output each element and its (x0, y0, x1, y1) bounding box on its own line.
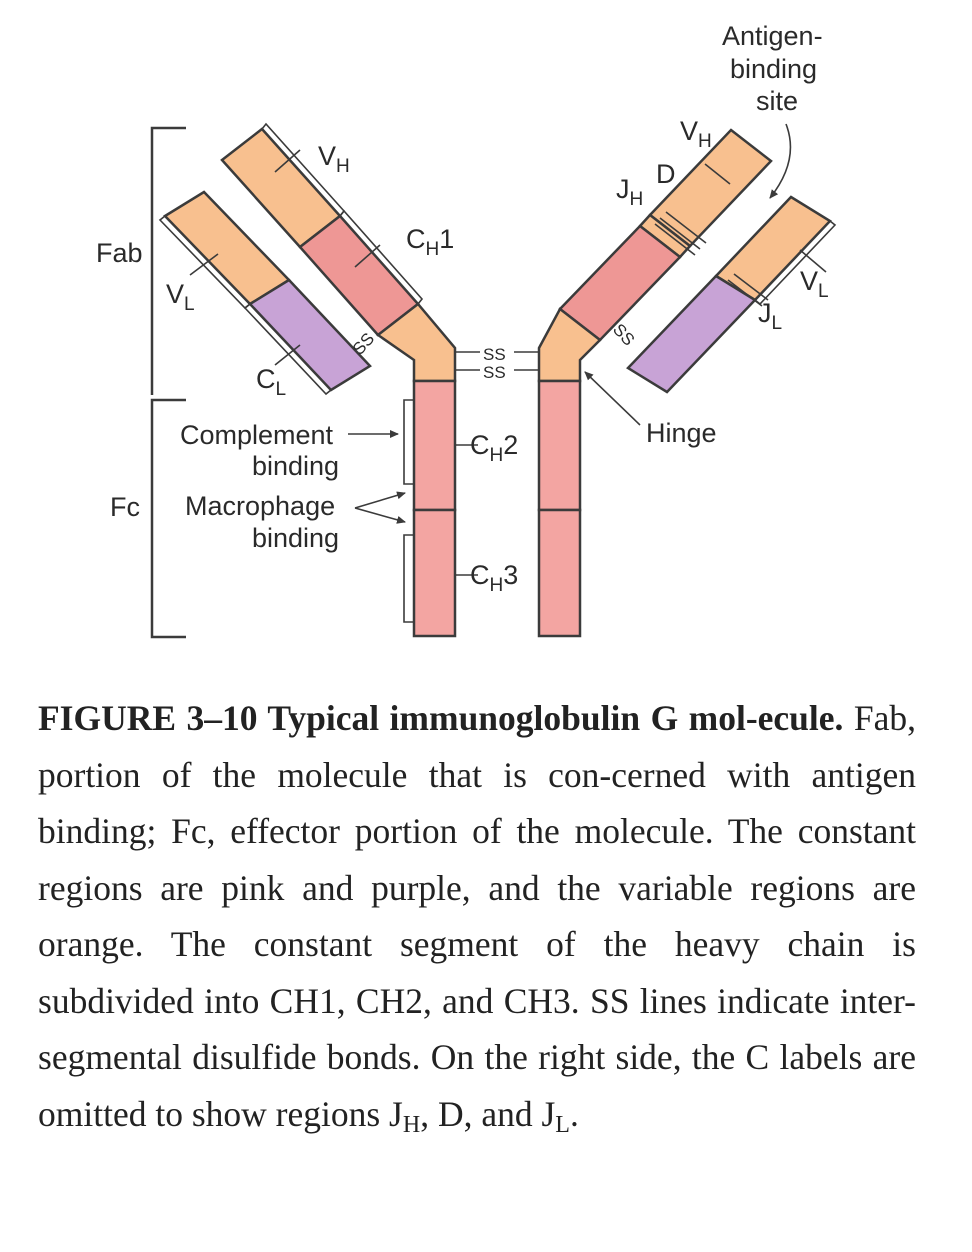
right-cl-segment (626, 274, 757, 394)
right-ch2-segment (537, 379, 582, 512)
caption-end: . (569, 1093, 579, 1134)
vh-right-label: VH (680, 116, 712, 152)
antigen-label-2: binding (730, 54, 817, 84)
left-ch3-segment (412, 508, 457, 638)
d-label: D (656, 159, 676, 189)
complement-label-2: binding (252, 451, 339, 481)
vl-left-label: VL (166, 279, 195, 315)
binding-arrows (348, 430, 406, 524)
macrophage-label-2: binding (252, 523, 339, 553)
macrophage-label: Macrophage (185, 491, 335, 521)
caption-jh-sub: H (402, 1111, 421, 1138)
ch1-label: CH1 (406, 224, 454, 260)
caption-title: FIGURE 3–10 Typical immunoglobulin G mol… (38, 698, 844, 738)
fc-binding-brackets (403, 399, 414, 623)
fab-bracket (150, 126, 186, 395)
figure-caption: FIGURE 3–10 Typical immunoglobulin G mol… (38, 690, 916, 1142)
jl-label: JL (758, 298, 782, 334)
jh-label: JH (616, 174, 643, 210)
right-ch3-segment (537, 508, 582, 638)
ch3-label: CH3 (470, 560, 518, 596)
hinge-label: Hinge (646, 418, 717, 448)
left-cl-segment (248, 278, 372, 392)
left-heavy-chain (220, 127, 457, 638)
left-light-chain (163, 190, 372, 392)
fc-label: Fc (110, 492, 140, 522)
complement-label: Complement (180, 420, 334, 450)
ss-hinge-bottom: SS (483, 363, 506, 382)
immunoglobulin-diagram: Fab Fc (96, 21, 837, 639)
antigen-label-1: Antigen- (722, 21, 823, 51)
ch2-label: CH2 (470, 430, 518, 466)
cl-label: CL (256, 364, 286, 400)
ss-hinge-top: SS (483, 345, 506, 364)
vh-left-label: VH (318, 141, 350, 177)
antigen-arrow (769, 123, 792, 199)
right-heavy-chain (537, 128, 773, 638)
antigen-label-3: site (756, 86, 798, 116)
left-domain-marks (158, 122, 424, 396)
fc-bracket (150, 398, 186, 639)
caption-mid: , D, and J (420, 1093, 556, 1134)
left-ch2-segment (412, 379, 457, 512)
fab-label: Fab (96, 238, 143, 268)
vl-right-label: VL (800, 266, 829, 302)
right-light-chain (626, 163, 837, 394)
caption-body: Fab, portion of the molecule that is con… (38, 698, 916, 1134)
caption-jl-sub: L (555, 1111, 570, 1138)
